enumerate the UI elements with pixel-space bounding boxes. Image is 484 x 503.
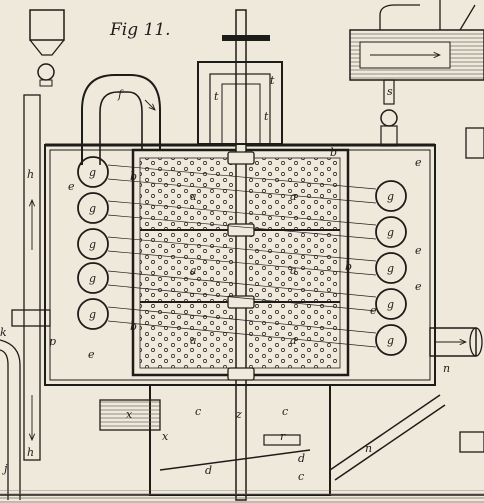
label-j: j (1, 462, 8, 475)
heater-block (349, 0, 484, 81)
right-frame (459, 127, 484, 453)
label-t: t (270, 74, 275, 87)
label-h: h (27, 168, 34, 181)
roller-icon (77, 298, 109, 330)
feed-funnel (29, 9, 65, 87)
label-c: c (282, 405, 288, 418)
label-g: g (387, 226, 394, 239)
valve-icon (37, 63, 55, 81)
right-rollers (375, 180, 407, 356)
roller-icon (375, 288, 407, 320)
left-rollers (77, 156, 109, 330)
label-g: g (89, 238, 96, 251)
label-g: g (387, 298, 394, 311)
roller-icon (375, 252, 407, 284)
pipe-h (11, 94, 51, 461)
label-x: x (126, 408, 133, 421)
label-b: b (130, 170, 137, 183)
roller-icon (77, 192, 109, 224)
label-g: g (89, 202, 96, 215)
label-e: e (415, 280, 422, 293)
label-k: k (0, 326, 7, 339)
roller-icon (375, 180, 407, 212)
roller-icon (375, 324, 407, 356)
label-p: p (49, 335, 56, 348)
label-a: a (290, 264, 297, 277)
labels: a a a a a a b b b b c c c d d e e e e e … (0, 74, 450, 483)
label-e: e (415, 156, 422, 169)
label-g: g (89, 308, 96, 321)
valve-icon (380, 109, 398, 127)
pipe-j (0, 339, 21, 500)
label-g: g (89, 166, 96, 179)
label-g: g (89, 272, 96, 285)
roller-icon (77, 262, 109, 294)
label-g: g (387, 334, 394, 347)
label-b: b (330, 146, 337, 159)
label-h: h (27, 446, 34, 459)
label-a: a (190, 264, 197, 277)
label-c: c (298, 470, 304, 483)
base-chamber (0, 384, 484, 503)
label-g: g (387, 262, 394, 275)
label-g: g (387, 190, 394, 203)
label-b: b (345, 260, 352, 273)
outlet-pipe (429, 327, 483, 357)
label-a: a (190, 334, 197, 347)
label-e: e (68, 180, 75, 193)
label-z: z (235, 408, 242, 421)
label-t: t (264, 110, 269, 123)
label-d: d (298, 452, 305, 465)
label-n: n (443, 362, 450, 375)
label-a: a (290, 190, 297, 203)
label-a: a (290, 334, 297, 347)
cloth-paths (107, 164, 377, 348)
label-r: r (280, 430, 286, 443)
label-t: t (214, 90, 219, 103)
elbow-pipe-f (81, 74, 161, 165)
roller-icon (375, 216, 407, 248)
pipe-s (380, 79, 398, 147)
figure-title: Fig 11. (109, 20, 171, 40)
label-c: c (195, 405, 201, 418)
label-e: e (415, 244, 422, 257)
label-e: e (370, 304, 377, 317)
top-housing (197, 61, 283, 145)
roller-icon (77, 228, 109, 260)
label-e: e (88, 348, 95, 361)
label-n: n (365, 442, 372, 455)
label-f: f (117, 88, 124, 101)
label-x: x (162, 430, 169, 443)
roller-icon (77, 156, 109, 188)
label-s: s (387, 85, 393, 98)
label-d: d (205, 464, 212, 477)
label-b: b (130, 320, 137, 333)
label-a: a (190, 190, 197, 203)
